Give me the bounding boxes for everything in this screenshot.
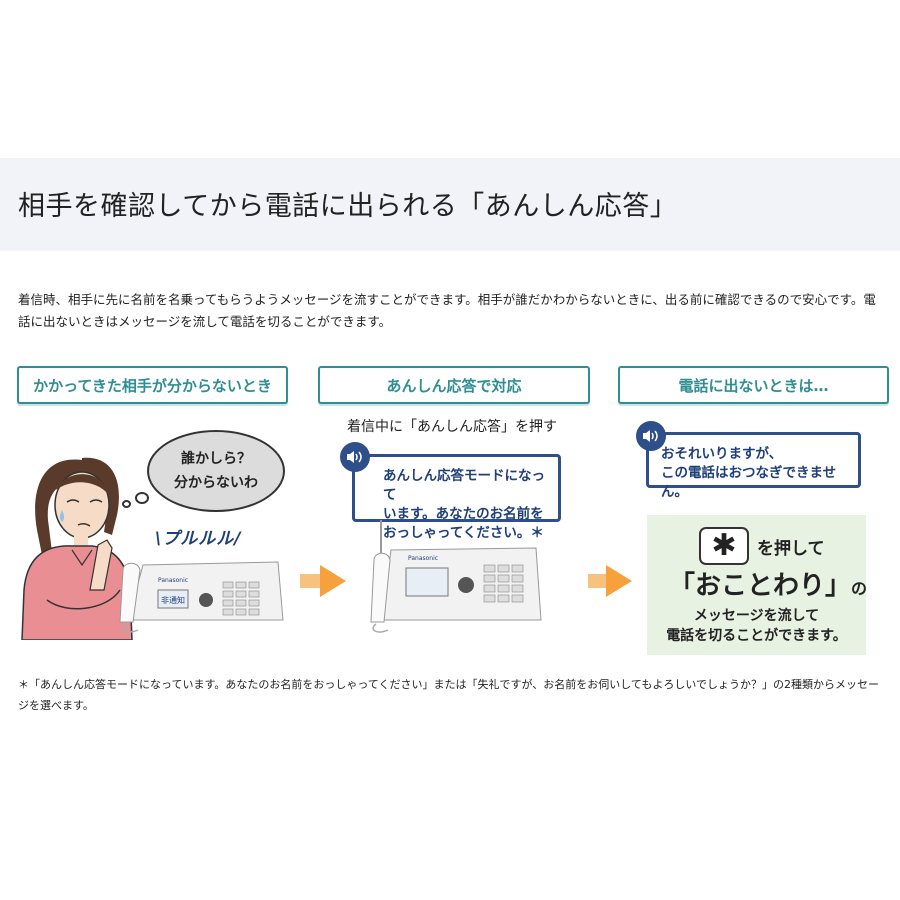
refuse-line-3: メッセージを流して [693,608,820,624]
footnote: ＊「あんしん応答モードになっています。あなたのお名前をおっしゃってください」また… [18,678,880,712]
step-3-speech-bubble: おそれいりますが、 この電話はおつなぎできません。 [646,432,861,500]
refuse-message-panel: ✱ を押して 「おことわり」の メッセージを流して 電話を切ることができます。 [647,515,868,655]
speaker-icon [340,442,370,472]
svg-text:Panasonic: Panasonic [408,555,438,562]
thought-line-2: 分からないわ [174,475,258,491]
page-title: 相手を確認してから電話に出られる「あんしん応答」 [18,191,678,222]
press-key-row: ✱ を押して [699,527,825,565]
header-band: 相手を確認してから電話に出られる「あんしん応答」 [0,158,900,251]
bubble-2-line-3: おっしゃってください。＊ [383,525,544,541]
bubble-3-line-1: おそれいりますが、 [661,446,783,462]
ring-sound-text: \プルルル/ [155,529,242,549]
fax-phone-2: Panasonic [370,520,542,633]
speaker-icon-2 [636,421,666,451]
bubble-3-line-2: この電話はおつなぎできません。 [661,465,837,500]
refuse-title: 「おことわり」の [669,571,868,601]
step-1-tag: かかってきた相手が分からないとき [17,366,288,404]
arrow-1-icon [320,565,346,597]
bubble-2-line-1: あんしん応答モードになって [383,468,545,503]
bubble-2-line-2: います。あなたのお名前を [383,506,544,522]
arrow-1-stem [300,574,322,588]
refuse-line-4: 電話を切ることができます。 [666,628,847,644]
step-2-speech-bubble: あんしん応答モードになって います。あなたのお名前を おっしゃってください。＊ [352,454,561,541]
svg-text:Panasonic: Panasonic [158,577,188,584]
step-2-tag: あんしん応答で対応 [318,366,590,404]
step-2-caption: 着信中に「あんしん応答」を押す [347,419,557,435]
thought-dot-large [135,492,149,504]
intro-paragraph: 着信時、相手に先に名前を名乗ってもらうようメッセージを流すことができます。相手が… [18,292,876,329]
asterisk-key-icon: ✱ [699,527,749,565]
step-3-tag: 電話に出ないときは… [618,366,889,404]
thought-line-1: 誰かしら？ [181,451,251,467]
arrow-2-stem [588,574,608,588]
thought-bubble: 誰かしら？ 分からないわ [147,430,285,512]
arrow-2-icon [606,565,632,597]
press-text: を押して [757,538,825,559]
fax-phone-1: 非通知 Panasonic [119,561,284,633]
svg-text:非通知: 非通知 [161,595,185,605]
thought-dot-small [122,500,131,508]
